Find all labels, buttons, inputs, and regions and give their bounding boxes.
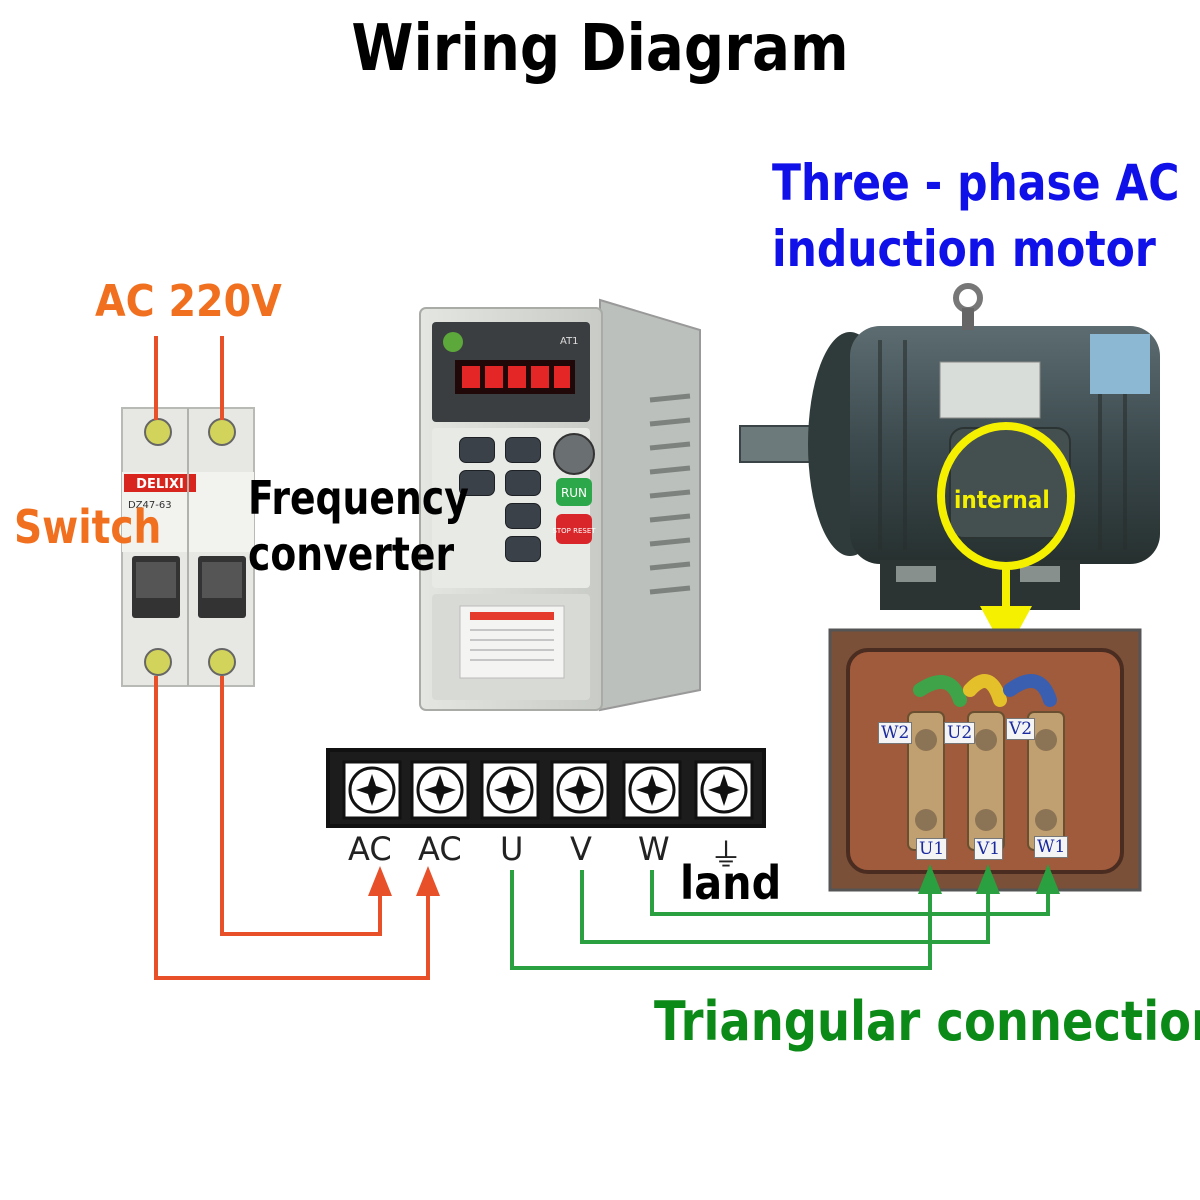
vfd-key	[459, 470, 495, 496]
vfd-model: AT1	[560, 336, 579, 347]
page-title: Wiring Diagram	[351, 12, 849, 86]
arrow-w1-icon	[1036, 864, 1060, 894]
power-label: AC 220V	[95, 276, 282, 327]
arrow-v1-icon	[976, 864, 1000, 894]
converter-label: Frequency converter	[248, 470, 469, 582]
vfd-down-key	[505, 536, 541, 562]
motor-label-line-2: induction motor	[772, 220, 1156, 278]
power-input-wires	[154, 336, 224, 420]
converter-label-line-1: Frequency	[248, 471, 469, 525]
motor-terminal-box	[828, 628, 1142, 892]
land-label: land	[680, 856, 782, 910]
circuit-breaker: DELIXI DZ47-63	[121, 407, 255, 687]
terminal-label-v: V	[570, 830, 592, 868]
motor-label-line-1: Three - phase AC	[772, 154, 1180, 212]
coil-label-u2: U2	[944, 722, 976, 744]
terminal-label-ac-2: AC	[418, 830, 462, 868]
terminal-label-ac-1: AC	[348, 830, 392, 868]
coil-label-w1: W1	[1034, 836, 1069, 858]
vfd-key	[459, 437, 495, 463]
terminal-strip	[326, 748, 766, 828]
internal-label: internal	[954, 486, 1050, 514]
coil-label-v2: V2	[1006, 718, 1036, 740]
motor-label: Three - phase AC induction motor	[772, 150, 1179, 282]
converter-to-motor-wires	[510, 870, 1050, 970]
coil-label-u1: U1	[916, 838, 948, 860]
terminal-label-u: U	[500, 830, 524, 868]
switch-label: Switch	[14, 500, 162, 554]
connection-label: Triangular connection	[654, 990, 1200, 1053]
ground-icon: ⏚	[710, 836, 743, 874]
vfd-key	[505, 437, 541, 463]
terminal-label-w: W	[638, 830, 670, 868]
arrow-u1-icon	[918, 864, 942, 894]
terminal-screws	[342, 760, 754, 820]
arrow-ac2-icon	[416, 866, 440, 896]
breaker-to-converter-wires	[154, 676, 430, 980]
arrow-ac1-icon	[368, 866, 392, 896]
motor	[739, 283, 1160, 654]
breaker-model: DZ47-63	[128, 500, 172, 511]
coil-label-v1: V1	[974, 838, 1004, 860]
vfd-key	[505, 470, 541, 496]
vfd-up-key	[505, 503, 541, 529]
vfd-stop-key: STOP RESET	[552, 527, 596, 535]
converter-label-line-2: converter	[248, 527, 455, 581]
vfd-run-key: RUN	[561, 486, 587, 500]
breaker-brand: DELIXI	[136, 477, 184, 492]
coil-label-w2: W2	[878, 722, 913, 744]
